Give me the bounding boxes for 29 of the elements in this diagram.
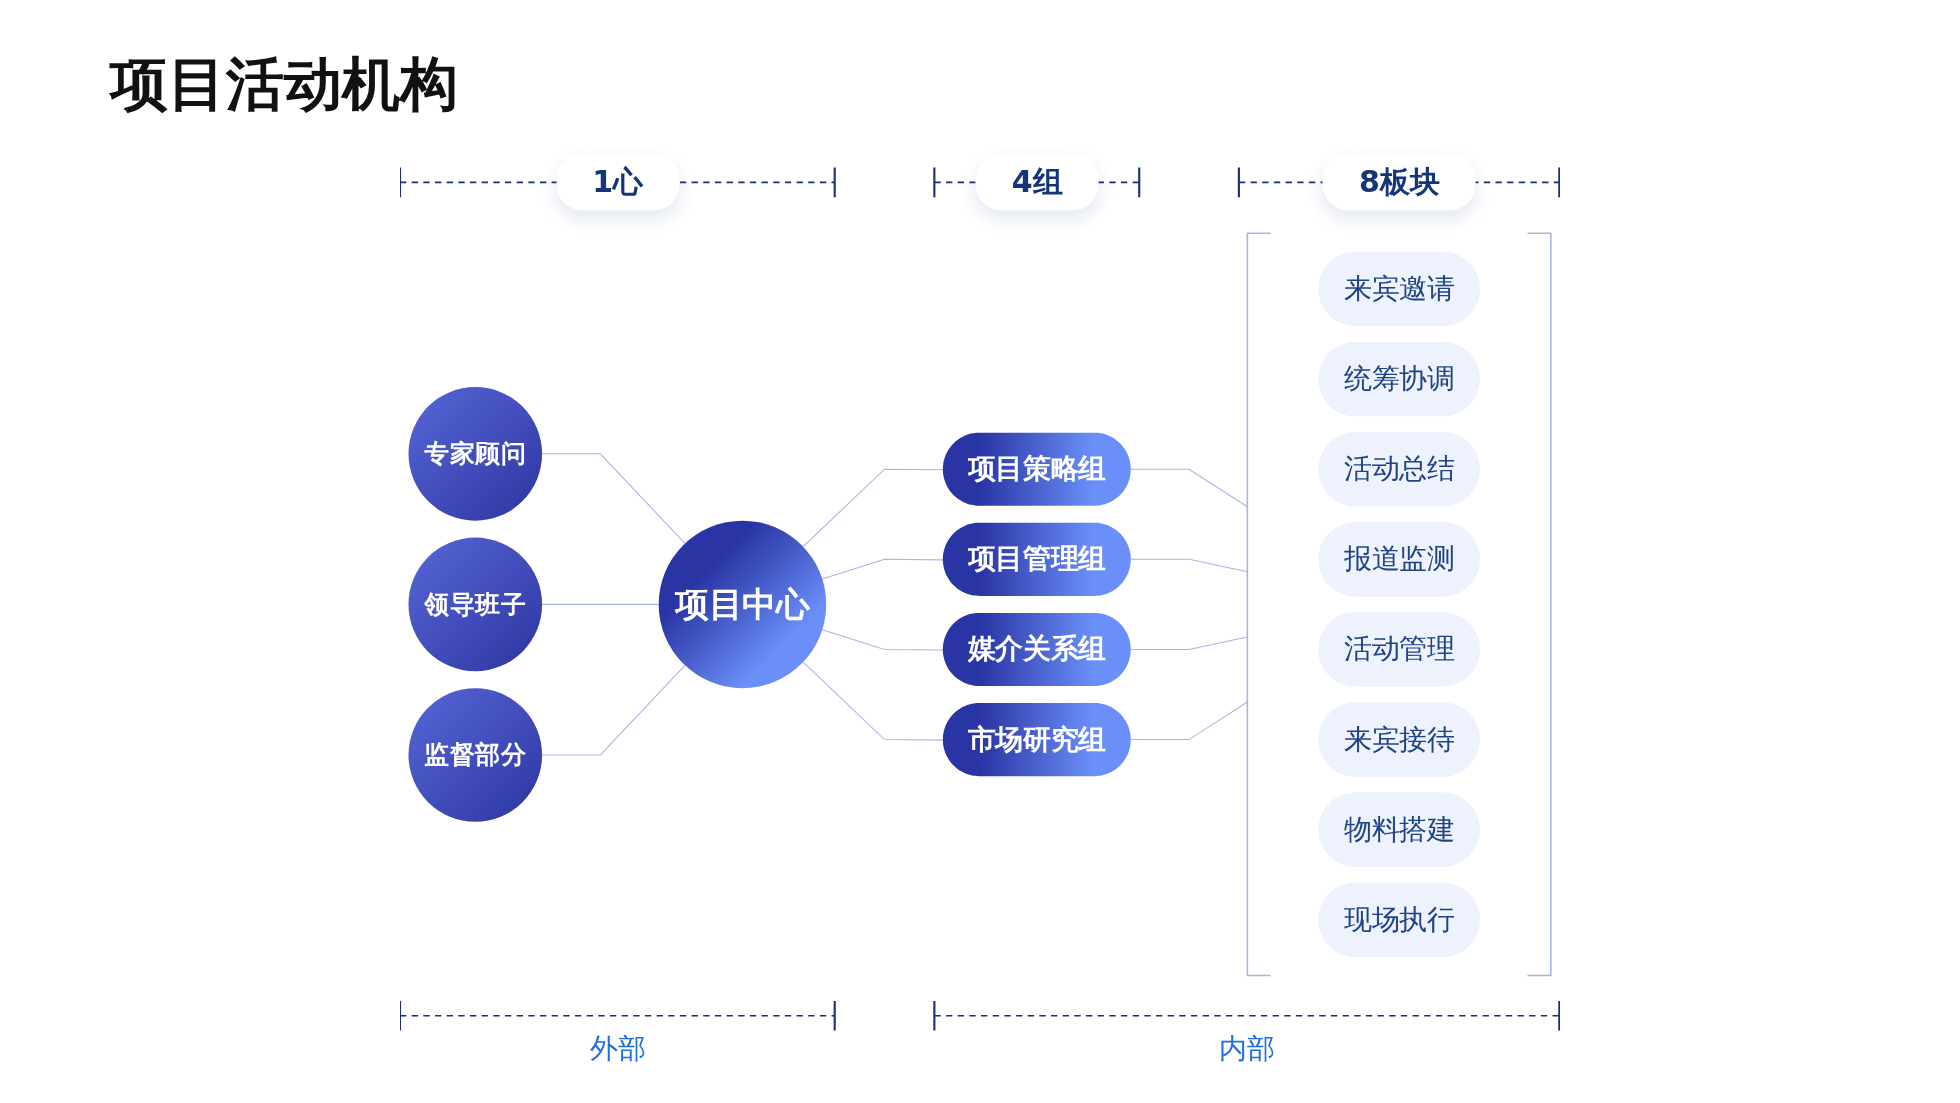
section-label: 内部: [1219, 1030, 1276, 1067]
pill-node: 报道监测: [1318, 522, 1481, 597]
section-label: 4组: [975, 153, 1099, 211]
pill-node: 活动总结: [1318, 432, 1481, 507]
pill-node: 来宾接待: [1318, 702, 1481, 777]
pill-node: 活动管理: [1318, 612, 1481, 687]
pill-node: 项目管理组: [943, 522, 1132, 596]
section-label: 8板块: [1323, 153, 1476, 211]
pill-node: 来宾邀请: [1318, 251, 1481, 327]
circle-node: 领导班子: [408, 537, 543, 672]
pill-node: 媒介关系组: [943, 612, 1132, 687]
connector: [802, 468, 945, 548]
connector: [822, 629, 945, 651]
pill-node: 物料搭建: [1318, 792, 1481, 867]
section-label: 外部: [589, 1030, 646, 1067]
connector: [541, 453, 686, 544]
circle-node: 专家顾问: [408, 387, 543, 521]
circle-node: 监督部分: [408, 688, 543, 822]
connector: [802, 661, 945, 741]
pill-node: 项目策略组: [943, 432, 1132, 506]
pill-node: 现场执行: [1318, 882, 1481, 957]
connector: [541, 664, 686, 756]
pill-node: 统筹协调: [1318, 342, 1481, 417]
title: 项目活动机构: [110, 50, 458, 120]
pill-node: 市场研究组: [943, 703, 1132, 777]
connector: [822, 558, 945, 580]
section-label: 1心: [556, 153, 680, 211]
circle-node: 项目中心: [659, 520, 827, 689]
connector: [541, 603, 660, 605]
